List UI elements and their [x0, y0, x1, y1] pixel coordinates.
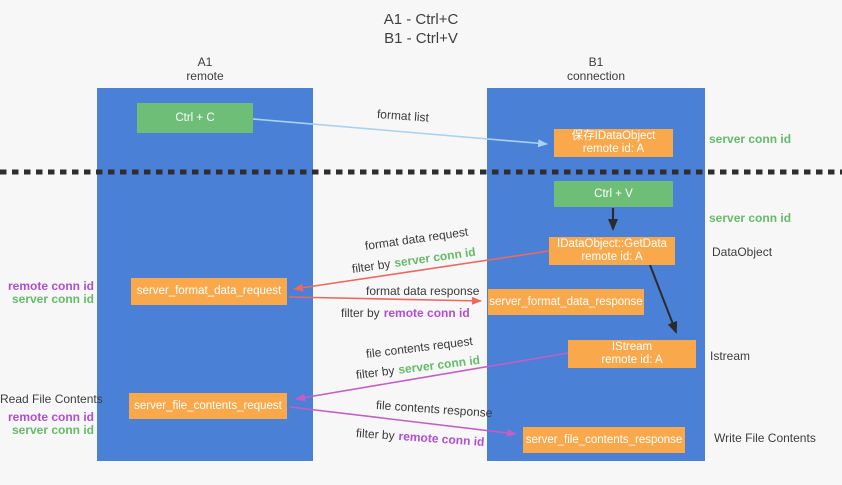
arrow-file-contents-response [289, 406, 517, 437]
title-line-2: B1 - Ctrl+V [384, 30, 458, 47]
node-ctrl-v-label: Ctrl + V [594, 187, 633, 200]
lane-b1-title: B1 [588, 55, 604, 69]
label-server-conn-id-left-bottom: server conn id [11, 423, 94, 437]
lane-a1-subtitle: remote [186, 69, 224, 83]
arrow-file-contents-request [295, 352, 569, 402]
label-dataobject: DataObject [712, 245, 773, 259]
node-ctrl-c-label: Ctrl + C [175, 111, 215, 124]
label-server-conn-id-right-top: server conn id [709, 132, 792, 146]
edge-label-filter-by-remote-conn-id-1: filter by remote conn id [341, 306, 470, 320]
arrow-format-data-request [293, 250, 550, 292]
node-istream: IStream remote id: A [568, 340, 696, 368]
label-write-file-contents: Write File Contents [714, 431, 816, 445]
node-server-file-contents-response: server_file_contents_response [523, 427, 685, 453]
node-save-idataobject-line1: 保存IDataObject [571, 130, 656, 142]
node-server-format-data-request-label: server_format_data_request [136, 285, 282, 297]
label-remote-conn-id-left-top: remote conn id [7, 279, 94, 293]
node-ctrl-c: Ctrl + C [137, 103, 253, 133]
lane-b1-subtitle: connection [566, 69, 626, 83]
label-server-conn-id-left-top: server conn id [11, 292, 94, 306]
node-save-idataobject-line2: remote id: A [582, 143, 645, 155]
lane-a1-title: A1 [197, 55, 213, 69]
diagram-title: A1 - Ctrl+C B1 - Ctrl+V [0, 10, 842, 48]
node-save-idataobject: 保存IDataObject remote id: A [554, 129, 673, 157]
node-server-file-contents-response-label: server_file_contents_response [525, 433, 683, 446]
arrow-format-data-response [288, 296, 482, 305]
node-server-format-data-request: server_format_data_request [131, 278, 287, 305]
node-idataobject-getdata-line1: IDataObject::GetData [557, 238, 667, 250]
edge-label-format-data-response: format data response [366, 284, 480, 298]
label-server-conn-id-right-mid: server conn id [709, 211, 792, 225]
node-ctrl-v: Ctrl + V [554, 181, 673, 207]
label-read-file-contents: Read File Contents [0, 392, 103, 406]
node-server-format-data-response: server_format_data_response [488, 289, 644, 315]
node-idataobject-getdata-line2: remote id: A [581, 251, 643, 263]
node-istream-line2: remote id: A [601, 354, 663, 366]
arrow-format-list [252, 118, 548, 148]
node-server-file-contents-request-label: server_file_contents_request [134, 399, 282, 412]
node-idataobject-getdata: IDataObject::GetData remote id: A [549, 237, 675, 265]
node-server-file-contents-request: server_file_contents_request [129, 393, 287, 419]
lane-header-a1-remote: A1 remote [97, 55, 313, 83]
label-istream: Istream [710, 349, 751, 363]
title-line-1: A1 - Ctrl+C [383, 11, 459, 28]
node-istream-line1: IStream [611, 341, 653, 353]
label-remote-conn-id-left-bottom: remote conn id [7, 410, 94, 424]
arrow-getdata-to-istream [649, 264, 678, 334]
node-server-format-data-response-label: server_format_data_response [489, 295, 643, 308]
lane-header-b1-connection: B1 connection [487, 55, 705, 83]
